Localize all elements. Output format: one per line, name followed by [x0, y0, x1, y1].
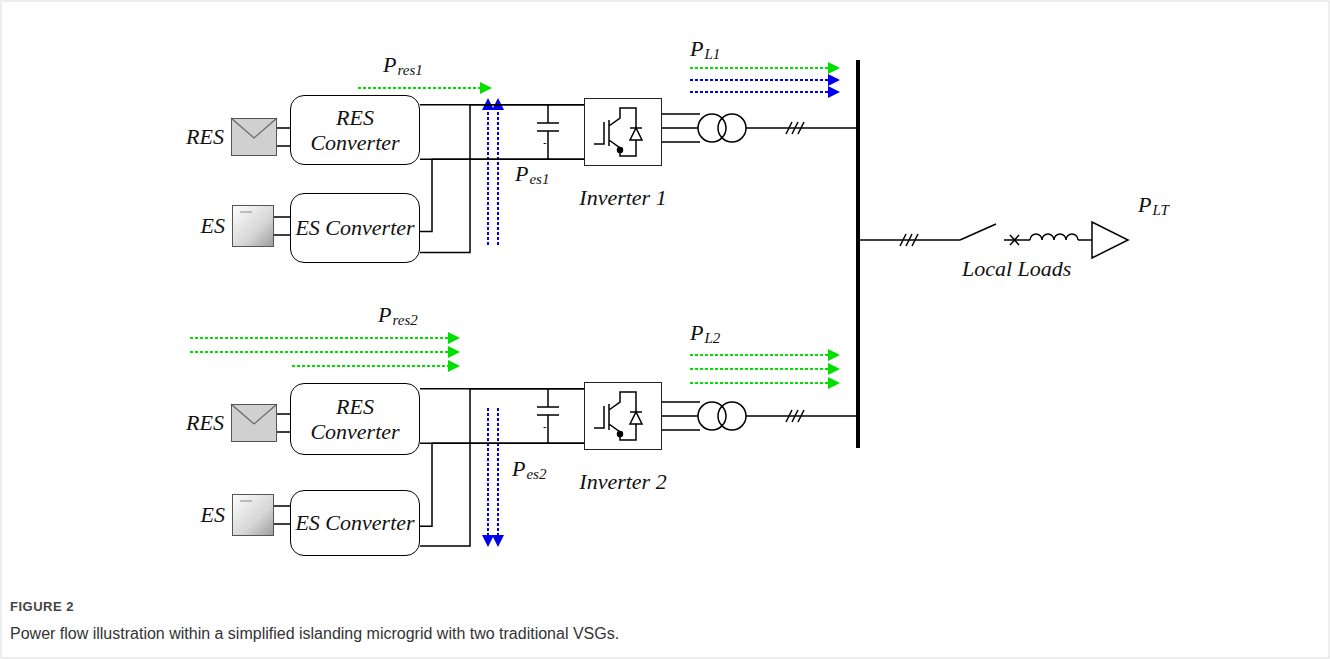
power-symbol: P — [1138, 194, 1151, 216]
inverter-box: Inverter 1 — [584, 98, 662, 166]
converter-label: RES Converter — [295, 394, 415, 445]
res-source-icon: RES — [231, 118, 277, 156]
svg-text:-: - — [543, 420, 547, 432]
power-symbol: P — [512, 458, 525, 480]
converter-box: RES Converter — [290, 95, 420, 165]
res-source-icon: RES — [231, 404, 277, 442]
converter-box: ES Converter — [290, 490, 420, 556]
power-subscript: L2 — [704, 331, 720, 346]
power-symbol: P — [690, 38, 703, 60]
power-subscript: es2 — [526, 467, 546, 482]
source-label: ES — [201, 213, 225, 238]
load-label: Local Loads — [962, 258, 1071, 280]
power-symbol: P — [515, 163, 528, 185]
converter-box: RES Converter — [290, 383, 420, 455]
converter-label: ES Converter — [295, 510, 414, 535]
wire-connector — [420, 105, 584, 253]
wire-connector — [274, 506, 290, 524]
wire-connector — [420, 105, 584, 159]
power-subscript: res1 — [397, 63, 422, 78]
storage-icon: ES — [232, 205, 274, 247]
source-label: ES — [201, 502, 225, 527]
figure-number: FIGURE 2 — [10, 600, 74, 613]
wire-connector — [274, 217, 290, 235]
inverter-label: Inverter 1 — [579, 185, 666, 210]
storage-icon: ES — [232, 494, 274, 536]
wire-connector — [277, 128, 290, 146]
inverter-label: Inverter 2 — [579, 469, 666, 494]
power-subscript: res2 — [392, 313, 417, 328]
wire-connector — [420, 389, 584, 546]
power-subscript: LT — [1152, 203, 1168, 218]
converter-label: RES Converter — [295, 105, 415, 156]
power-symbol: P — [383, 54, 396, 76]
converter-label: ES Converter — [295, 215, 414, 240]
power-symbol: P — [690, 322, 703, 344]
source-label: RES — [186, 410, 224, 435]
figure-caption: Power flow illustration within a simplif… — [10, 624, 619, 643]
svg-text:-: - — [543, 136, 547, 148]
converter-box: ES Converter — [290, 193, 420, 263]
source-label: RES — [186, 124, 224, 149]
power-subscript: L1 — [704, 47, 720, 62]
wire-connector — [420, 389, 584, 443]
power-subscript: es1 — [529, 172, 549, 187]
inverter-box: Inverter 2 — [584, 382, 662, 450]
power-symbol: P — [378, 304, 391, 326]
wire-connector — [277, 414, 290, 432]
